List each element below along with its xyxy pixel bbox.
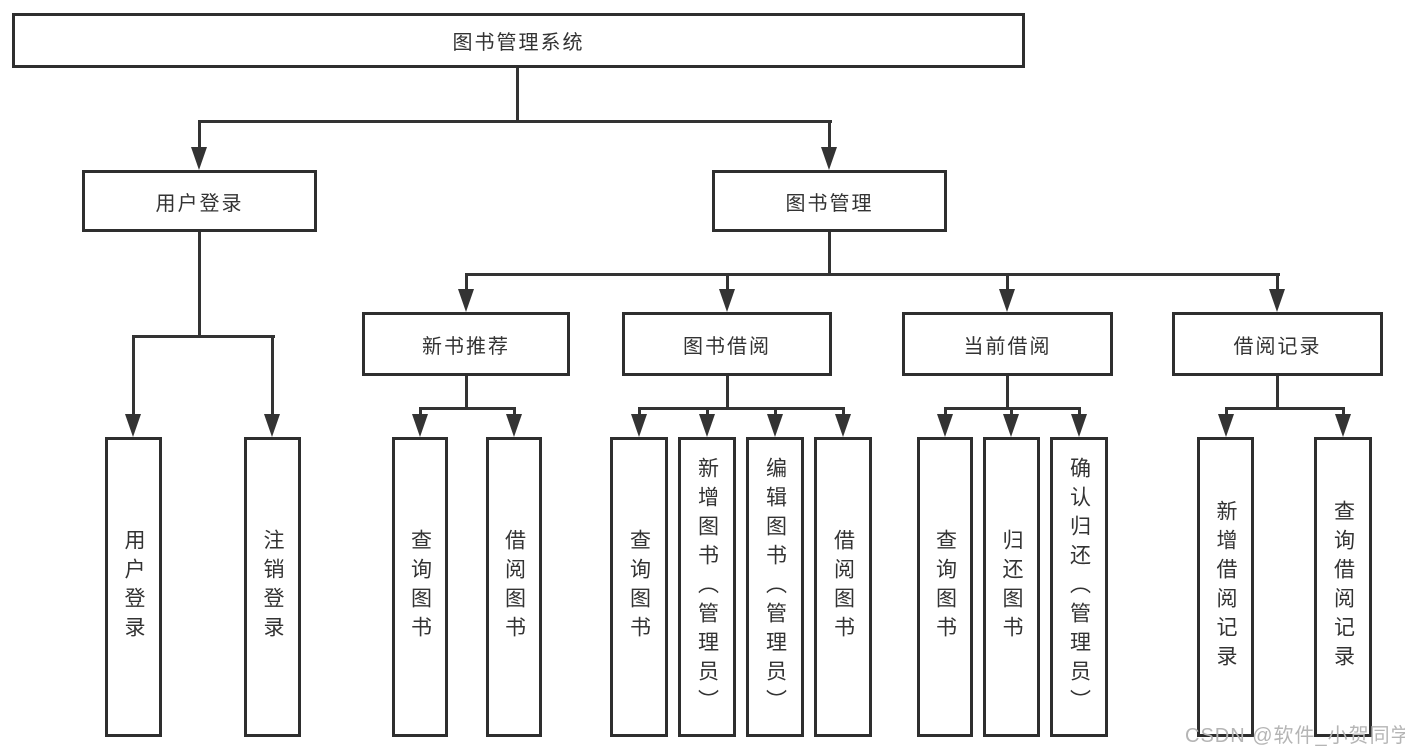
leaf-add-book-admin: 新增图书（管理员） [678,437,736,737]
connector-line [726,273,729,295]
leaf-add-borrow-record: 新增借阅记录 [1197,437,1254,737]
node-borrow-records: 借阅记录 [1172,312,1383,376]
arrowhead-icon [1335,414,1351,437]
arrowhead-icon [821,147,837,170]
connector-line [1078,407,1081,420]
arrowhead-icon [937,414,953,437]
connector-line [706,407,709,420]
connector-line [465,273,1280,276]
connector-line [828,232,831,275]
arrowhead-icon [412,414,428,437]
connector-line [1276,376,1279,409]
leaf-query-borrow-record: 查询借阅记录 [1314,437,1372,737]
connector-line [513,407,516,420]
connector-line [132,335,135,420]
leaf-return-book: 归还图书 [983,437,1040,737]
arrowhead-icon [1218,414,1234,437]
connector-line [419,407,516,410]
connector-line [1006,376,1009,409]
connector-line [198,120,201,150]
arrowhead-icon [999,289,1015,312]
connector-line [828,120,831,150]
arrowhead-icon [699,414,715,437]
arrowhead-icon [1071,414,1087,437]
arrowhead-icon [125,414,141,437]
connector-line [638,407,641,420]
connector-line [419,407,422,420]
connector-line [1006,273,1009,295]
leaf-query-books-3: 查询图书 [917,437,973,737]
csdn-watermark: CSDN @软件_小贺同学 [1185,725,1405,747]
arrowhead-icon [264,414,280,437]
connector-line [1342,407,1345,420]
connector-line [726,376,729,409]
node-current-borrow: 当前借阅 [902,312,1113,376]
arrowhead-icon [506,414,522,437]
connector-line [842,407,845,420]
arrowhead-icon [191,147,207,170]
node-user-login: 用户登录 [82,170,317,232]
node-book-borrow: 图书借阅 [622,312,832,376]
arrowhead-icon [835,414,851,437]
connector-line [465,273,468,295]
arrowhead-icon [631,414,647,437]
connector-line [1225,407,1228,420]
leaf-query-books-1: 查询图书 [392,437,448,737]
connector-line [1010,407,1013,420]
connector-line [1225,407,1345,410]
arrowhead-icon [719,289,735,312]
connector-line [198,232,201,336]
connector-line [465,376,468,409]
leaf-edit-book-admin: 编辑图书（管理员） [746,437,804,737]
connector-line [271,335,274,420]
node-new-book-recommend: 新书推荐 [362,312,570,376]
arrowhead-icon [458,289,474,312]
leaf-borrow-books-1: 借阅图书 [486,437,542,737]
leaf-query-books-2: 查询图书 [610,437,668,737]
leaf-logout: 注销登录 [244,437,301,737]
connector-line [1276,273,1279,295]
connector-line [774,407,777,420]
connector-line [516,68,519,123]
arrowhead-icon [1003,414,1019,437]
connector-line [132,335,275,338]
connector-line [944,407,947,420]
leaf-borrow-books-2: 借阅图书 [814,437,872,737]
leaf-user-login: 用户登录 [105,437,162,737]
node-root: 图书管理系统 [12,13,1025,68]
arrowhead-icon [1269,289,1285,312]
arrowhead-icon [767,414,783,437]
leaf-confirm-return-admin: 确认归还（管理员） [1050,437,1108,737]
node-book-management: 图书管理 [712,170,947,232]
connector-line [198,120,832,123]
connector-line [638,407,845,410]
